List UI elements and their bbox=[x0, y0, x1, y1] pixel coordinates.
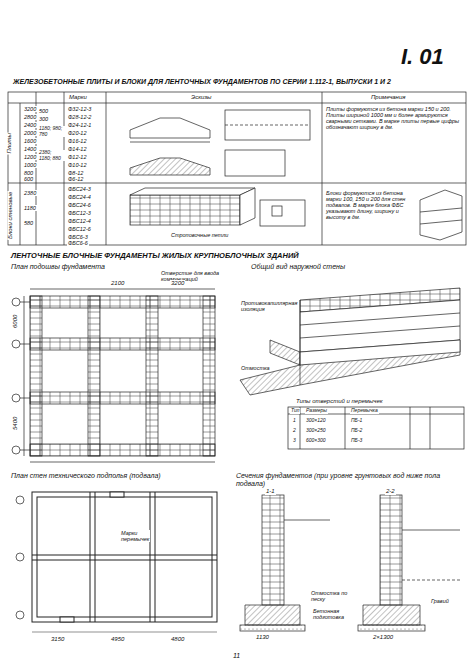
label-text: Блоки формуются из бетона марки 100, 150… bbox=[325, 190, 417, 220]
label-text: ПБ-1 bbox=[350, 418, 363, 424]
label-text: Ф32-12-3 bbox=[67, 106, 92, 112]
label-text: 3200 bbox=[23, 106, 37, 112]
label-text: 1130 bbox=[255, 634, 270, 641]
label-text: Ф28-12-2 bbox=[67, 114, 92, 120]
label-text: ФБС24-4 bbox=[67, 194, 92, 200]
label-text: 1000 bbox=[23, 162, 37, 168]
label-text: Строповочные петли bbox=[170, 232, 229, 238]
label-text: Размеры bbox=[305, 408, 328, 414]
label-text: ФБС24-6 bbox=[67, 202, 92, 208]
label-text: 2100 bbox=[110, 280, 125, 287]
label-text: 2400 bbox=[23, 122, 37, 128]
label-text: Блоки стеновые bbox=[7, 191, 14, 240]
label-text: 1400 bbox=[23, 146, 37, 152]
label-text: 1200 bbox=[23, 154, 37, 160]
label-text: 2380; 1180; 880 bbox=[38, 150, 66, 161]
label-text: Марки перемычек bbox=[120, 530, 150, 542]
label-text: ПБ-3 bbox=[350, 438, 363, 444]
label-text: Типы отверстий и перемычек bbox=[295, 398, 384, 405]
label-text: 4950 bbox=[110, 636, 125, 643]
label-text: Отмостка по песку bbox=[310, 590, 357, 602]
label-text: 11 bbox=[232, 652, 241, 660]
label-text: 3200 bbox=[170, 280, 185, 287]
label-text: 5400 bbox=[12, 416, 19, 431]
label-text: ПБ-2 bbox=[350, 428, 363, 434]
label-text: 1-1 bbox=[265, 488, 276, 495]
label-text: Марки bbox=[68, 94, 88, 101]
label-text: ФБС6-6 bbox=[67, 240, 89, 246]
label-text: 300 bbox=[38, 116, 49, 122]
label-text: 2×1300 bbox=[372, 634, 394, 641]
page-title: ЖЕЛЕЗОБЕТОННЫЕ ПЛИТЫ И БЛОКИ ДЛЯ ЛЕНТОЧН… bbox=[12, 78, 394, 86]
label-text: 2800 bbox=[23, 114, 37, 120]
label-text: 300×250 bbox=[305, 428, 327, 434]
label-text: 3 bbox=[292, 438, 297, 444]
label-text: 2380 bbox=[23, 190, 37, 196]
label-text: 600 bbox=[23, 176, 34, 182]
label-text: План стен технического подполья (подвала… bbox=[10, 472, 162, 480]
label-text: Ф10-12 bbox=[67, 162, 87, 168]
label-text: 600×300 bbox=[305, 438, 327, 444]
label-text: 1180; 980; 780 bbox=[38, 126, 66, 137]
label-text: Отмостка bbox=[240, 365, 271, 371]
label-text: Ф16-12 bbox=[67, 138, 87, 144]
label-text: Эскизы bbox=[190, 94, 213, 101]
label-text: 2000 bbox=[23, 130, 37, 136]
label-text: 580 bbox=[23, 220, 34, 226]
label-text: 500 bbox=[38, 108, 49, 114]
label-text: ЛЕНТОЧНЫЕ БЛОЧНЫЕ ФУНДАМЕНТЫ ЖИЛЫХ КРУПН… bbox=[10, 252, 300, 260]
label-text: Гравий bbox=[430, 598, 450, 604]
label-text: Бетонная подготовка bbox=[312, 608, 359, 620]
label-text: 2 bbox=[292, 428, 297, 434]
label-text: 1180 bbox=[23, 205, 37, 211]
label-text: Тип bbox=[290, 408, 300, 414]
label-text: ФБС12-3 bbox=[67, 210, 92, 216]
label-text: План подошвы фундамента bbox=[10, 263, 106, 271]
label-text: Ф20-12 bbox=[67, 130, 87, 136]
label-text: Перемычка bbox=[350, 408, 379, 414]
label-text: 1600 bbox=[23, 138, 37, 144]
label-text: Общий вид наружной стены bbox=[250, 263, 346, 271]
label-text: Плиты формуются из бетона марки 150 и 20… bbox=[325, 106, 465, 130]
label-text: 1 bbox=[292, 418, 297, 424]
label-text: I. 01 bbox=[400, 45, 445, 69]
label-text: Ф24-12-1 bbox=[67, 122, 92, 128]
label-text: ФБС12-6 bbox=[67, 226, 92, 232]
label-text: Ф6-12 bbox=[67, 176, 84, 182]
label-text: ФБС12-4 bbox=[67, 218, 92, 224]
label-text: Сечения фундаментов (при уровне грунтовы… bbox=[235, 472, 467, 487]
label-text: Плиты bbox=[6, 132, 13, 154]
label-text: Противокапиллярная изоляция bbox=[240, 300, 297, 312]
label-text: ФБС24-3 bbox=[67, 186, 92, 192]
label-text: 4800 bbox=[170, 636, 185, 643]
label-text: Ф14-12 bbox=[67, 146, 87, 152]
label-text: 300×120 bbox=[305, 418, 327, 424]
label-text: 2-2 bbox=[385, 488, 396, 495]
label-text: 3150 bbox=[50, 636, 65, 643]
label-text: Примечания bbox=[370, 94, 406, 101]
label-text: Ф12-12 bbox=[67, 154, 87, 160]
label-text: 6000 bbox=[12, 314, 19, 329]
